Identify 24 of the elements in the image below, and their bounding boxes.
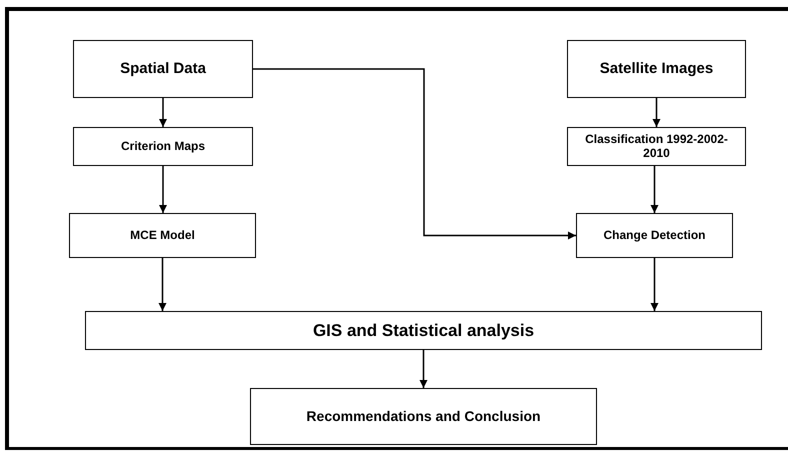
- arrow: [253, 68, 576, 240]
- arrow: [159, 98, 167, 127]
- process-box: [567, 127, 746, 166]
- process-box: [73, 127, 253, 166]
- box-label: MCE Model: [130, 228, 195, 242]
- process-box: [85, 311, 762, 350]
- box-label: Classification 1992-2002-2010: [584, 132, 729, 160]
- box-label: Change Detection: [603, 228, 706, 242]
- process-box: [69, 213, 256, 258]
- box-label: GIS and Statistical analysis: [312, 320, 534, 340]
- arrow: [158, 258, 166, 311]
- box-label: Criterion Maps: [120, 140, 205, 154]
- box-label: Satellite Images: [600, 60, 714, 78]
- arrow: [652, 98, 660, 127]
- process-box: [250, 388, 597, 445]
- arrow: [420, 350, 428, 388]
- arrow: [650, 166, 658, 213]
- process-box: [567, 40, 746, 98]
- process-box: [73, 40, 253, 98]
- arrow: [650, 258, 658, 311]
- box-label: Recommendations and Conclusion: [306, 408, 541, 425]
- arrow: [159, 166, 167, 213]
- process-box: [576, 213, 733, 258]
- box-label: Spatial Data: [120, 60, 206, 78]
